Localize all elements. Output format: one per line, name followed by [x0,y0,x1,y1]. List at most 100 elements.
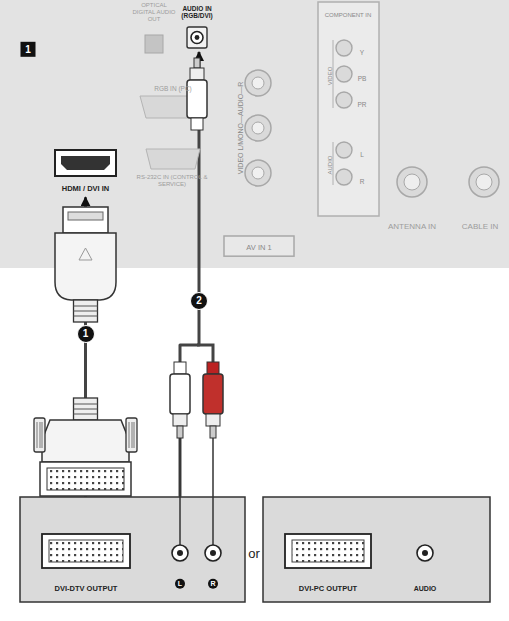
jack-group-label: AUDIO [327,155,334,174]
jack-group-label: VIDEO [327,67,334,86]
callout-number: 2 [190,292,208,310]
rca-plug-red [203,362,223,545]
av-jack [245,70,271,96]
audio-in-jack-pin [195,35,200,40]
dvi-plug-face [40,462,131,496]
plug-tip [210,426,216,438]
component-jack [336,92,352,108]
component-jacks [333,40,352,185]
audio-in-jack [191,32,203,44]
antenna-jack [404,174,420,190]
channel-badge: L [175,579,185,589]
neck-ridges [74,306,98,316]
group-label: AV IN 1 [246,244,271,253]
port-label: RGB IN (PC) [154,85,192,92]
hdmi-port-outline [48,140,123,197]
dvi-port [42,534,130,568]
dvi-plug-pins [47,468,124,490]
red-wire-branch [197,345,213,362]
hdmi-plug-body [55,233,116,300]
component-input-group-outline [318,2,379,216]
tv-rear-panel-outline [0,0,509,268]
channel-badge: R [208,579,218,589]
port-label: OPTICAL DIGITAL AUDIO OUT [132,2,176,23]
audio-plug-top [187,58,207,130]
plug-lead [179,438,181,545]
port-label: AUDIO [414,585,437,593]
hdmi-plug-tip [63,207,108,233]
hdmi-logo [79,248,92,260]
neck-ridges [74,404,98,414]
audio-jack-l [177,550,183,556]
audio-in-jack: AUDIO IN (RGB/DVI) [174,2,224,52]
plug-sleeve [206,414,220,426]
plug-tip [177,426,183,438]
component-jack [336,142,352,158]
dvi-pc-source-device: DVI-PC OUTPUT AUDIO [263,497,490,602]
tv-rear-panel: HDMI / DVI IN AUDIO IN (RGB/DVI) AV IN 1 CO… [0,0,509,268]
port-label: DVI-DTV OUTPUT [55,585,118,594]
hdmi-plug-tip [68,212,103,220]
plug-neck [191,118,203,130]
av-jack [245,115,271,141]
av-jack [252,77,264,89]
screw-knurl [37,422,134,448]
dvi-plug-neck [74,398,98,420]
plug-sleeve [190,68,204,80]
plug-lead [212,438,214,545]
hdmi-plug [55,207,116,322]
callout-number: 1 [21,42,36,57]
av-input-group-outline [224,236,294,256]
hdmi-plug-neck [74,300,98,322]
dvi-plug [34,398,137,496]
plug-neck [207,362,219,374]
optical-port [145,35,163,53]
jack-label: Y [360,49,364,56]
cable-jack [469,167,499,197]
audio-jack-r [205,545,221,561]
component-jack [336,40,352,56]
pc-audio-jack [417,545,433,561]
rca-plug-white [170,362,190,545]
callout-number: 1 [77,325,95,343]
port-label: HDMI / DVI IN [62,185,110,194]
plug-body [203,374,223,414]
plug-body [170,374,190,414]
separator-word: or [248,547,260,562]
antenna-jack [397,167,427,197]
port-label: VIDEO L/MONO—AUDIO—R [237,82,245,175]
component-jack [336,169,352,185]
plug-neck [174,362,186,374]
port-label: CABLE IN [462,222,498,231]
hdmi-port: HDMI / DVI IN [48,140,123,197]
dvi-pc-source-device-outline [263,497,490,602]
hdmi-port-slot [61,156,110,170]
dvi-plug-housing [42,420,129,462]
pc-audio-jack [422,550,428,556]
av-jacks [245,70,271,186]
cable-jack [476,174,492,190]
dvi-port-pins [49,540,123,562]
av-input-group: AV IN 1 [224,236,294,256]
dvi-dtv-source-device: DVI-DTV OUTPUT L R [20,497,245,602]
av-jack [252,167,264,179]
jack-label: PB [358,75,367,82]
hdmi-port [55,150,116,176]
plug-tip [194,58,200,68]
port-label: ANTENNA IN [388,222,436,231]
dvi-dtv-source-device-outline [20,497,245,602]
jack-label: PR [357,101,366,108]
component-input-group: COMPONENT IN Y PB PR VIDEO L R AUDIO [318,2,379,216]
group-label: COMPONENT IN [325,12,372,19]
port-label: DVI-PC OUTPUT [299,585,357,594]
jack-label: L [360,151,364,158]
av-jack [252,122,264,134]
jack-label: R [360,178,365,185]
port-label: RS-232C IN (CONTROL & SERVICE) [131,174,213,188]
component-jack [336,66,352,82]
plug-sleeve [173,414,187,426]
audio-jack-r [210,550,216,556]
av-jack [245,160,271,186]
audio-jack-l [172,545,188,561]
